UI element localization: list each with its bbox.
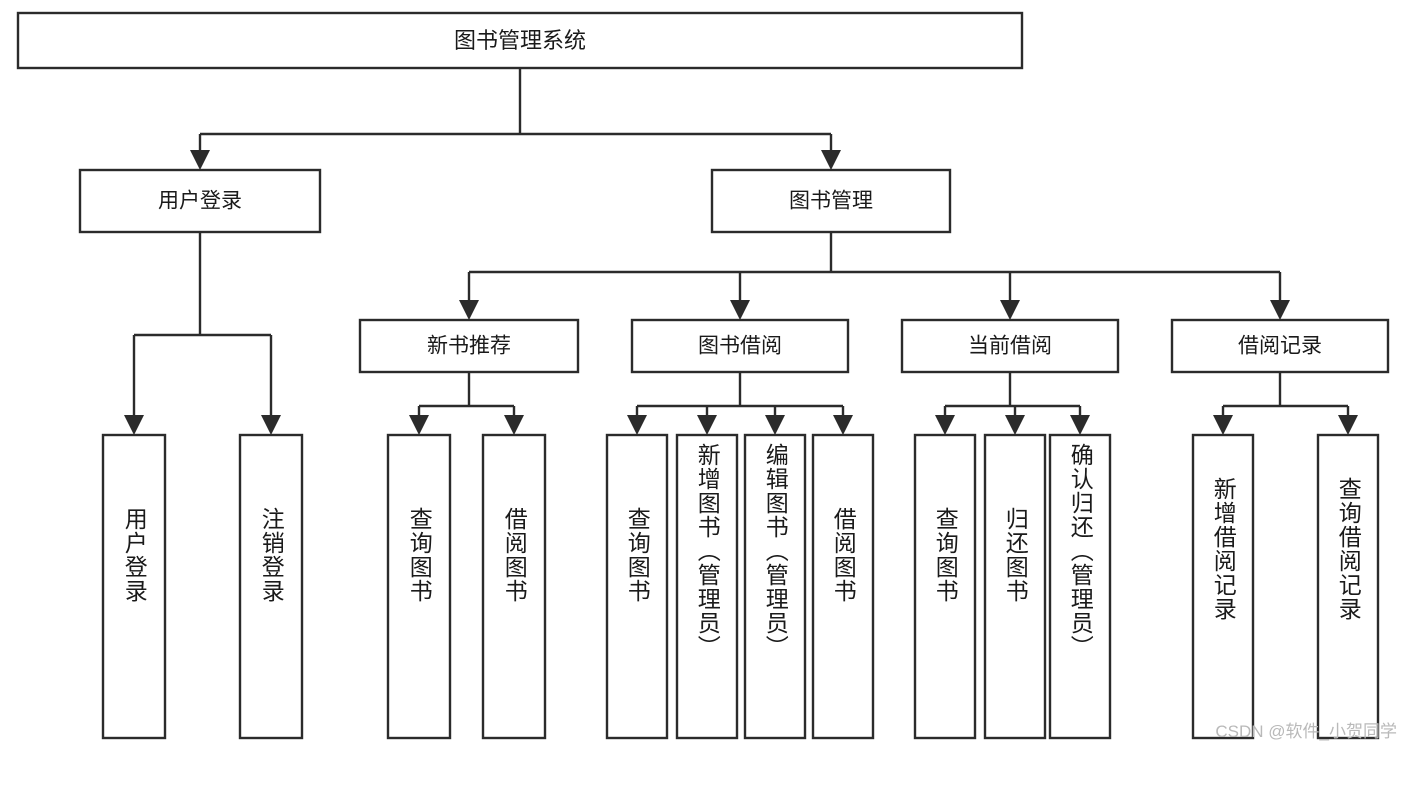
node-book-management-module-label: 图书管理 [789, 190, 873, 213]
leaf-return-book-box[interactable] [983, 433, 1047, 740]
arrowhead-new-book-recommend [459, 300, 479, 320]
node-current-borrow-box[interactable] [900, 318, 1120, 374]
arrowhead-leaf-query-book-current [935, 415, 955, 435]
node-user-login-module-box[interactable] [78, 168, 322, 234]
arrowhead-leaf-user-login [124, 415, 144, 435]
node-new-book-recommend-box[interactable] [358, 318, 580, 374]
node-book-management-module[interactable]: 图书管理 [710, 168, 952, 234]
node-user-login-module[interactable]: 用户登录 [78, 168, 322, 234]
leaf-edit-book-admin-box[interactable] [743, 433, 807, 740]
leaf-borrow-book-box[interactable] [811, 433, 875, 740]
connector-group-new-book-recommend [409, 372, 524, 435]
leaf-user-logout-box[interactable] [238, 433, 304, 740]
leaf-add-book-admin-box[interactable] [675, 433, 739, 740]
node-current-borrow[interactable]: 当前借阅 [900, 318, 1120, 374]
csdn-watermark: CSDN @软件_小贺同学 [1215, 722, 1397, 741]
diagram-canvas: 图书管理系统 用户登录 图书管理 新书推荐 图书借阅 当前借阅 借阅记录 [16, 11, 1397, 741]
node-book-management-module-box[interactable] [710, 168, 952, 234]
node-new-book-recommend[interactable]: 新书推荐 [358, 318, 580, 374]
connector-group-borrow-record [1213, 372, 1358, 435]
leaf-add-borrow-record-box[interactable] [1191, 433, 1255, 740]
arrowhead-current-borrow [1000, 300, 1020, 320]
connector-group-current-borrow [935, 372, 1090, 435]
arrowhead-leaf-edit-book-admin [765, 415, 785, 435]
node-book-borrow-label: 图书借阅 [698, 335, 782, 358]
node-new-book-recommend-label: 新书推荐 [427, 335, 511, 358]
leaf-query-book-current-box[interactable] [913, 433, 977, 740]
node-user-login-module-label: 用户登录 [158, 190, 242, 213]
node-borrow-record-box[interactable] [1170, 318, 1390, 374]
arrowhead-leaf-confirm-return-admin [1070, 415, 1090, 435]
leaf-borrow-book-recommend-box[interactable] [481, 433, 547, 740]
node-borrow-record[interactable]: 借阅记录 [1170, 318, 1390, 374]
connector-group-book-borrow [627, 372, 853, 435]
leaf-query-book-borrow-box[interactable] [605, 433, 669, 740]
leaf-query-book-recommend-box[interactable] [386, 433, 452, 740]
arrowhead-leaf-borrow-book-recommend [504, 415, 524, 435]
node-current-borrow-label: 当前借阅 [968, 335, 1052, 358]
arrowhead-book-borrow [730, 300, 750, 320]
leaf-query-borrow-record-box[interactable] [1316, 433, 1380, 740]
connector-group-book-management [459, 232, 1290, 320]
node-root-label: 图书管理系统 [454, 28, 586, 53]
arrowhead-leaf-add-book-admin [697, 415, 717, 435]
arrowhead-book-management [821, 150, 841, 170]
arrowhead-user-login [190, 150, 210, 170]
arrowhead-leaf-query-borrow-record [1338, 415, 1358, 435]
arrowhead-leaf-query-book-borrow [627, 415, 647, 435]
node-root-box[interactable] [16, 11, 1024, 70]
connector-group-root [190, 68, 841, 170]
arrowhead-leaf-query-book-recommend [409, 415, 429, 435]
arrowhead-leaf-borrow-book [833, 415, 853, 435]
tree-diagram-svg: 图书管理系统 用户登录 图书管理 新书推荐 图书借阅 当前借阅 借阅记录 [16, 11, 1390, 740]
node-root[interactable]: 图书管理系统 [16, 11, 1024, 70]
leaf-confirm-return-admin-box[interactable] [1048, 433, 1112, 740]
arrowhead-borrow-record [1270, 300, 1290, 320]
leaf-user-login-box[interactable] [101, 433, 167, 740]
node-book-borrow-box[interactable] [630, 318, 850, 374]
connector-group-user-login [124, 232, 281, 435]
node-borrow-record-label: 借阅记录 [1238, 335, 1322, 358]
node-book-borrow[interactable]: 图书借阅 [630, 318, 850, 374]
arrowhead-leaf-user-logout [261, 415, 281, 435]
arrowhead-leaf-return-book [1005, 415, 1025, 435]
arrowhead-leaf-add-borrow-record [1213, 415, 1233, 435]
leaf-boxes [101, 433, 1380, 740]
